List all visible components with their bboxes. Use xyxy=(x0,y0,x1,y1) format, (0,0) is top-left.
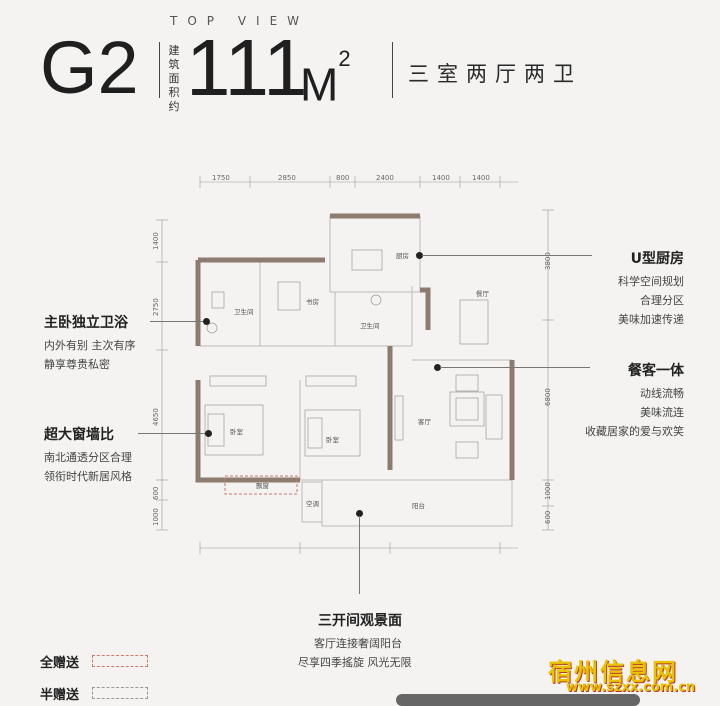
area-label: 建 筑 面 积 约 xyxy=(168,44,180,114)
dim-top-1: 1750 xyxy=(212,174,230,182)
feature-master-bath-line-2: 静享尊贵私密 xyxy=(44,358,110,371)
exterior-walls xyxy=(195,213,515,483)
feature-u-kitchen-title: U型厨房 xyxy=(630,251,684,267)
area-label-char: 筑 xyxy=(168,58,180,71)
feature-u-kitchen-line-3: 美味加速传递 xyxy=(618,313,684,326)
room-ac: 空调 xyxy=(306,499,319,508)
dim-right-4: 600 xyxy=(544,511,552,524)
area-unit-letter: M xyxy=(300,58,339,111)
area-label-char: 积 xyxy=(168,86,180,99)
area-label-char: 建 xyxy=(168,44,180,57)
feature-three-bay-line-1: 客厅连接奢阔阳台 xyxy=(314,637,402,650)
room-living: 客厅 xyxy=(418,417,432,426)
room-bedroom-1: 卧室 xyxy=(230,427,244,436)
area-label-char: 约 xyxy=(168,100,180,113)
room-labels: 卫生间 书房 厨房 餐厅 卫生间 卧室 卧室 客厅 飘窗 阳台 空调 xyxy=(230,251,490,510)
room-bedroom-2: 卧室 xyxy=(326,435,340,444)
room-study: 书房 xyxy=(306,297,319,306)
feature-three-bay-title: 三开间观景面 xyxy=(318,613,402,629)
room-kitchen: 厨房 xyxy=(396,251,409,260)
dim-top-3: 800 xyxy=(336,174,349,182)
feature-window-ratio-title: 超大窗墙比 xyxy=(44,427,114,443)
feature-three-bay-line-2: 尽享四季搖旋 风光无限 xyxy=(298,656,412,669)
unit-code: G2 xyxy=(40,26,139,109)
callout-line xyxy=(422,255,592,256)
legend-half-gift-label: 半赠送 xyxy=(40,688,80,703)
callout-line xyxy=(359,516,360,594)
callout-line xyxy=(150,321,206,322)
bay-window-outline xyxy=(224,475,298,495)
dim-left-4: 600 xyxy=(152,487,160,500)
callout-dot xyxy=(203,318,210,325)
feature-dining-living-line-3: 收藏居家的爱与欢笑 xyxy=(585,425,684,438)
feature-master-bath-title: 主卧独立卫浴 xyxy=(44,315,128,331)
room-bath-2: 卫生间 xyxy=(360,321,380,330)
dim-right-1: 3800 xyxy=(544,252,552,270)
dim-left-1: 1400 xyxy=(152,232,160,250)
scroll-bar[interactable] xyxy=(396,694,640,706)
legend-full-gift-swatch xyxy=(92,655,148,667)
feature-window-ratio-line-1: 南北通透分区合理 xyxy=(44,451,132,464)
feature-master-bath-line-1: 内外有别 主次有序 xyxy=(44,339,136,352)
area-label-char: 面 xyxy=(168,72,180,85)
callout-dot xyxy=(205,430,212,437)
callout-line xyxy=(440,367,590,368)
area-unit-sup: 2 xyxy=(338,46,351,71)
dimension-labels: 1750 2850 800 2400 1400 1400 3500 3100 4… xyxy=(152,174,552,526)
dim-top-6: 1400 xyxy=(472,174,490,182)
floor-plan: 1750 2850 800 2400 1400 1400 3500 3100 4… xyxy=(152,174,554,554)
room-bay-window: 飘窗 xyxy=(256,481,269,490)
feature-u-kitchen-line-1: 科学空间规划 xyxy=(618,275,684,288)
dim-top-5: 1400 xyxy=(432,174,450,182)
layout-description: 三室两厅两卫 xyxy=(408,62,582,86)
callout-dot xyxy=(356,510,363,517)
callout-dot xyxy=(434,364,441,371)
dim-left-2: 2750 xyxy=(152,298,160,316)
area-value: 111 xyxy=(186,23,308,112)
legend-full-gift-label: 全赠送 xyxy=(40,656,80,671)
dim-right-2: 6800 xyxy=(544,388,552,406)
dim-left-3: 4650 xyxy=(152,408,160,426)
dim-top-2: 2850 xyxy=(278,174,296,182)
dim-left-5: 1000 xyxy=(152,508,160,526)
header-divider-2 xyxy=(392,42,393,98)
legend-half-gift-swatch xyxy=(92,687,148,699)
feature-dining-living-title: 餐客一体 xyxy=(628,363,684,379)
dim-top-4: 2400 xyxy=(376,174,394,182)
callout-dot xyxy=(416,252,423,259)
feature-dining-living-line-2: 美味流连 xyxy=(640,406,684,419)
dim-right-3: 1000 xyxy=(544,482,552,500)
room-balcony: 阳台 xyxy=(412,501,425,510)
feature-u-kitchen-line-2: 合理分区 xyxy=(640,294,684,307)
feature-dining-living-line-1: 动线流畅 xyxy=(640,387,684,400)
dimension-lines xyxy=(156,176,554,554)
furniture xyxy=(204,249,503,459)
top-view-label: TOP VIEW xyxy=(170,14,310,28)
feature-window-ratio-line-2: 领衔时代新居风格 xyxy=(44,470,132,483)
watermark-url: www.szxx.com.cn xyxy=(566,680,696,695)
callout-line xyxy=(138,433,208,434)
watermark-text: 宿州信息网 xyxy=(548,657,678,686)
area-unit: M2 xyxy=(300,46,351,111)
header-divider-1 xyxy=(159,42,160,98)
room-bath-1: 卫生间 xyxy=(234,307,254,316)
room-dining: 餐厅 xyxy=(476,289,490,298)
